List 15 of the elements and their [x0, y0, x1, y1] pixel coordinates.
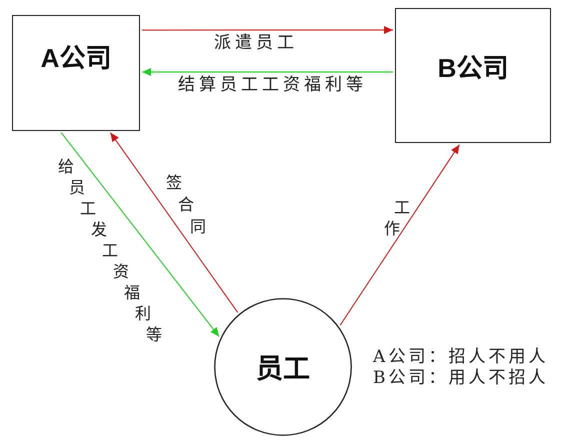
edge-label: 给员工发工资福利等 [58, 156, 162, 344]
arrow [60, 132, 220, 338]
arrow [110, 132, 238, 313]
note-text: A公司：招人不用人 [373, 347, 548, 367]
arrow [142, 26, 394, 34]
company-box: B公司 [395, 8, 551, 143]
edge-label: 派遣员工 [214, 33, 298, 53]
company-box: A公司 [12, 15, 140, 131]
employee-circle: 员工 [214, 298, 352, 436]
note-text: B公司：用人不招人 [373, 368, 548, 388]
edge-label: 工作 [384, 196, 410, 238]
arrow [340, 144, 460, 326]
edge-label: 签合同 [166, 172, 206, 238]
arrow [142, 68, 394, 76]
edge-label: 结算员工工资福利等 [178, 75, 367, 95]
